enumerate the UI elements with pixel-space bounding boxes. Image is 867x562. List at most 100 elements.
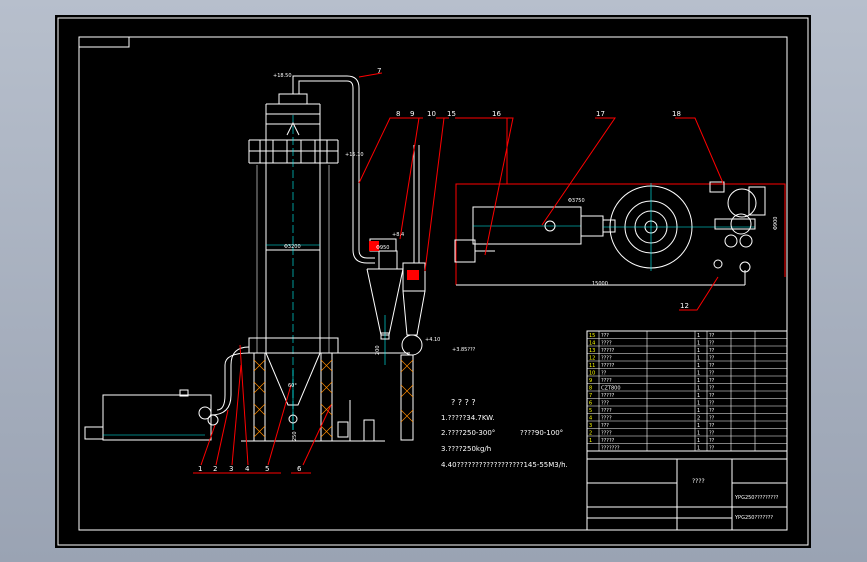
dim-furnace-diam: Φ3750 (568, 198, 585, 204)
elev-top-pipe: +18.50 (273, 73, 292, 79)
dim-cone-bottom: 200 (375, 345, 381, 355)
dim-right-height: Φ900 (773, 217, 779, 230)
spray-tower (241, 93, 410, 442)
table-cell: 8 (589, 386, 592, 392)
table-cell: 2 (589, 431, 592, 437)
table-cell: 1 (697, 423, 700, 429)
table-cell: ?? (709, 446, 715, 452)
table-cell: 1 (697, 431, 700, 437)
table-cell: ?? (709, 356, 715, 362)
table-cell: ???? (601, 356, 612, 362)
callout-7: 7 (377, 67, 381, 75)
corner-tag-box (78, 36, 130, 48)
table-cell: ????? (601, 348, 615, 354)
table-cell: 7 (589, 393, 592, 399)
callout-9: 9 (410, 110, 414, 118)
title-drawing-name: YPG250????????? (734, 495, 779, 501)
note-line-3: 3.????250kg/h (441, 445, 491, 453)
dim-base-length: 15000 (592, 281, 608, 287)
callout-8: 8 (396, 110, 400, 118)
table-cell: 13 (589, 348, 595, 354)
notes-heading: ? ? ? ? (451, 398, 476, 407)
table-cell: ?? (709, 393, 715, 399)
table-cell: ??????? (601, 446, 620, 452)
table-cell: ?? (709, 423, 715, 429)
table-cell: ?? (709, 371, 715, 377)
callout-10: 10 (427, 110, 436, 118)
table-cell: 5 (589, 408, 592, 414)
title-unit: ???? (692, 478, 705, 485)
table-cell: 1 (697, 393, 700, 399)
table-cell: ??? (601, 333, 609, 339)
callout-6: 6 (297, 465, 302, 473)
inner-frame (78, 36, 788, 531)
cyclone-diam: Φ950 (376, 245, 389, 251)
cad-drawing: 7 8 9 10 15 16 17 18 12 1 2 3 4 5 6 +18.… (57, 17, 809, 546)
table-cell: 2 (697, 416, 700, 422)
table-cell: 1 (697, 401, 700, 407)
table-cell: 11 (589, 363, 595, 369)
callout-3: 3 (229, 465, 233, 473)
table-cell: 1 (697, 371, 700, 377)
table-cell: ?? (709, 363, 715, 369)
table-cell: 1 (697, 446, 700, 452)
table-cell: ?? (709, 333, 715, 339)
table-cell: 1 (697, 378, 700, 384)
title-drawing-no: YPG250??????? (734, 515, 773, 521)
table-cell: 1 (697, 438, 700, 444)
technical-notes: ? ? ? ? 1.?????34.7KW. 2.????250-300° ??… (441, 398, 568, 469)
table-cell: 3 (589, 423, 592, 429)
table-cell: 1 (697, 356, 700, 362)
table-cell: CZT800 (601, 386, 621, 392)
table-cell: 1 (697, 341, 700, 347)
table-cell: 1 (589, 438, 592, 444)
table-cell: ?? (709, 416, 715, 422)
top-duct (292, 75, 375, 264)
table-cell: 9 (589, 378, 592, 384)
dryer-system (454, 181, 786, 286)
dim-bottom-cone: 250 (292, 431, 298, 441)
table-cell: ???? (601, 416, 612, 422)
outer-frame (57, 17, 809, 546)
drawing-canvas[interactable]: 7 8 9 10 15 16 17 18 12 1 2 3 4 5 6 +18.… (55, 15, 811, 548)
elev-ground-right: +4.10 (425, 337, 440, 343)
table-cell: ?? (709, 341, 715, 347)
parts-table: 15???1??14????1??13?????1??12????1??11??… (586, 330, 788, 531)
table-cell: ?? (709, 408, 715, 414)
table-cell: ????? (601, 393, 615, 399)
table-cell: 1 (697, 408, 700, 414)
callout-leaders (200, 72, 724, 466)
callout-18: 18 (672, 110, 681, 118)
callout-15: 15 (447, 110, 456, 118)
table-cell: ????? (601, 438, 615, 444)
table-cell: ???? (601, 408, 612, 414)
table-cell: 1 (697, 363, 700, 369)
note-line-2a: 2.????250-300° (441, 429, 495, 437)
dim-cone-angle: 60° (288, 383, 297, 389)
table-cell: 1 (697, 348, 700, 354)
table-cell: ??? (601, 423, 609, 429)
table-cell: 1 (697, 386, 700, 392)
elev-tower-mid: +15.10 (345, 152, 364, 158)
feed-system (84, 346, 375, 442)
table-cell: ????? (601, 363, 615, 369)
cyclone-1 (366, 238, 404, 365)
table-cell: ???? (601, 341, 612, 347)
parts-table-rows: 15???1??14????1??13?????1??12????1??11??… (586, 331, 788, 452)
table-cell: 14 (589, 341, 595, 347)
table-cell: 4 (589, 416, 592, 422)
note-line-1: 1.?????34.7KW. (441, 414, 495, 422)
table-cell: ?? (601, 371, 607, 377)
table-cell: 12 (589, 356, 595, 362)
table-cell: ???? (601, 378, 612, 384)
table-cell: ?? (709, 431, 715, 437)
table-cell: ???? (601, 431, 612, 437)
callout-2: 2 (213, 465, 217, 473)
table-cell: 10 (589, 371, 595, 377)
callout-17: 17 (596, 110, 605, 118)
elev-cyclone: +8.4 (392, 232, 404, 238)
table-cell: ?? (709, 348, 715, 354)
callout-4: 4 (245, 465, 250, 473)
callout-16: 16 (492, 110, 501, 118)
